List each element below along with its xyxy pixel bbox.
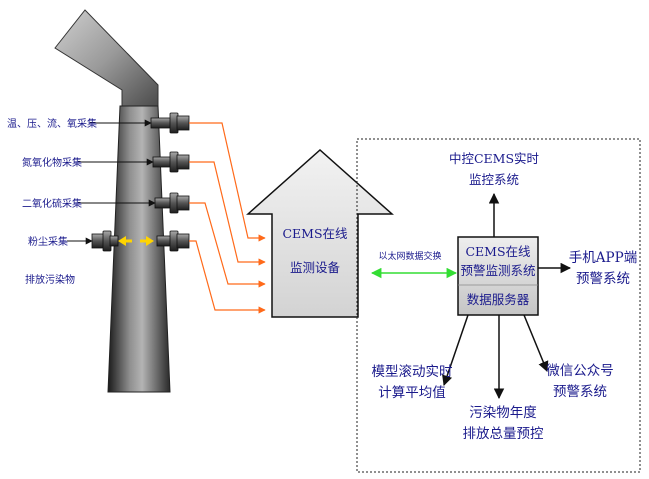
annual-forecast-line1: 污染物年度	[469, 405, 537, 421]
label-emission: 排放污染物	[25, 273, 75, 286]
signal-line-4	[189, 240, 266, 314]
mobile-app-line1: 手机APP端	[569, 250, 637, 266]
cems-device-house	[246, 148, 394, 318]
model-calc-line1: 模型滚动实时	[372, 363, 453, 380]
label-nox: 氮氧化物采集	[22, 156, 82, 169]
model-calc-line2: 计算平均值	[378, 385, 446, 401]
label-so2: 二氧化硫采集	[22, 197, 82, 210]
chimney-stack	[107, 105, 171, 393]
system-boundary	[356, 138, 641, 473]
wechat-line2: 预警系统	[553, 384, 607, 400]
annual-forecast-line2: 排放总量预控	[463, 426, 544, 442]
dust-beam-right-head	[146, 236, 154, 246]
cems-device-line1: CEMS在线	[282, 226, 348, 241]
probe-temp-pressure	[150, 112, 190, 134]
probe-nox	[152, 151, 190, 173]
mobile-app-line2: 预警系统	[576, 271, 630, 287]
signal-line-1	[189, 122, 266, 242]
dust-beam-left-head	[118, 236, 126, 246]
central-control-line1: 中控CEMS实时	[449, 151, 540, 166]
flue-duct	[54, 9, 159, 109]
probe-dust-right	[156, 230, 190, 252]
probe-dust-left	[91, 230, 119, 252]
arrow-to-wechat	[523, 314, 549, 372]
signal-line-2	[189, 161, 266, 266]
server-line1: CEMS在线	[465, 244, 531, 259]
probe-so2	[154, 192, 190, 214]
arrow-to-model-calc	[442, 314, 469, 386]
server-line3: 数据服务器	[467, 292, 530, 307]
central-control-line2: 监控系统	[469, 172, 519, 187]
network-label: 以太网数据交换	[378, 250, 441, 262]
signal-line-3	[189, 202, 266, 288]
server-line2: 预警监测系统	[460, 263, 535, 278]
label-dust: 粉尘采集	[28, 235, 68, 248]
label-temp-pressure: 温、压、流、氧采集	[7, 117, 97, 130]
server-box	[457, 236, 539, 316]
wechat-line1: 微信公众号	[546, 363, 614, 379]
cems-device-line2: 监测设备	[290, 260, 341, 275]
